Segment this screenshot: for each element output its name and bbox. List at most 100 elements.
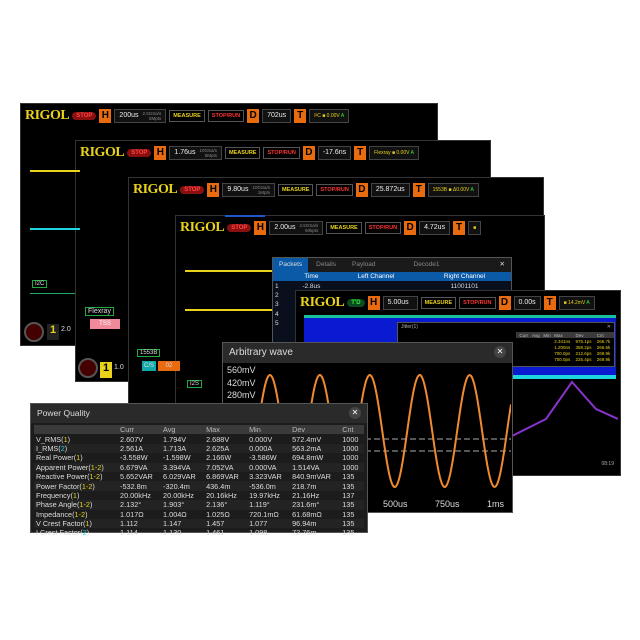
measurement-name: I Crest Factor(2) xyxy=(36,528,90,538)
table-cell xyxy=(530,344,543,350)
trigger-key[interactable]: T xyxy=(543,296,556,310)
trigger-key[interactable]: T xyxy=(294,109,307,123)
measure-button[interactable]: MEASURE xyxy=(224,147,261,159)
delay-value[interactable]: 4.72us xyxy=(419,221,451,235)
delay-value[interactable]: 0.00s xyxy=(513,296,541,310)
run-state-badge[interactable]: STOP xyxy=(127,149,152,157)
delay-value[interactable]: 702us xyxy=(262,109,292,123)
table-cell: 266.6k xyxy=(595,344,614,350)
horizontal-key[interactable]: H xyxy=(99,109,112,123)
measure-button[interactable]: MEASURE xyxy=(169,110,205,122)
tab-packets[interactable]: Packets xyxy=(273,258,309,272)
table-cell xyxy=(542,344,554,350)
trigger-info[interactable]: I²C ■ 0.00V A xyxy=(309,109,350,123)
timebase-text: 9.80us xyxy=(227,186,249,193)
timebase-value[interactable]: 5.00us xyxy=(382,296,418,310)
stop-run-button[interactable]: STOP/RUN xyxy=(207,110,245,122)
table-cell: 3.323VAR xyxy=(249,472,282,482)
horizontal-key[interactable]: H xyxy=(254,221,267,235)
trigger-key[interactable]: T xyxy=(453,221,466,235)
delay-key[interactable]: D xyxy=(498,296,511,310)
table-cell: 7.052VA xyxy=(204,462,248,472)
run-state-badge[interactable]: STOP xyxy=(72,112,97,120)
menu-button-2[interactable] xyxy=(78,358,98,378)
trace-blue xyxy=(225,215,265,217)
trigger-info[interactable]: ■ xyxy=(468,221,482,235)
trigger-key[interactable]: T xyxy=(412,183,425,197)
delay-key[interactable]: D xyxy=(247,109,260,123)
measure-button[interactable]: MEASURE xyxy=(420,297,457,309)
column-header: Min xyxy=(542,332,554,338)
measurement-name: V_RMS(1) xyxy=(36,434,71,444)
table-row[interactable]: 4 xyxy=(273,310,511,319)
column-header: Max xyxy=(204,425,248,435)
close-icon[interactable]: ✕ xyxy=(606,324,611,330)
trace-i2c xyxy=(30,293,75,294)
menu-button-1[interactable] xyxy=(24,322,44,342)
trigger-info[interactable]: Flexray ■ 0.00V A xyxy=(369,146,419,160)
stop-run-button[interactable]: STOP/RUN xyxy=(316,184,353,196)
table-cell: 1.713A xyxy=(161,443,205,454)
table-cell: 1000 xyxy=(342,453,359,463)
table-cell: 135 xyxy=(340,518,364,529)
run-state-badge[interactable]: STOP xyxy=(227,224,252,232)
trigger-key[interactable]: T xyxy=(354,146,367,160)
y-tick-label: 560mV xyxy=(227,365,256,375)
measure-button[interactable]: MEASURE xyxy=(326,222,362,234)
table-cell: 20.00kHz xyxy=(163,490,194,500)
close-icon[interactable]: ✕ xyxy=(499,261,505,268)
table-cell: 0.000VA xyxy=(247,462,291,472)
column-header xyxy=(516,332,519,338)
tab-details[interactable]: Details xyxy=(316,261,336,268)
tab-payload[interactable]: Payload xyxy=(352,261,376,268)
tss-field: TSS xyxy=(90,319,120,329)
run-state-badge[interactable]: STOP xyxy=(180,186,205,194)
stop-run-button[interactable]: STOP/RUN xyxy=(364,222,402,234)
table-cell: -536.0m xyxy=(247,481,291,491)
rigol-logo: RIGOL xyxy=(300,295,345,310)
timebase-text: 1.76us xyxy=(174,149,196,156)
table-row[interactable]: 5 xyxy=(273,319,511,328)
trace-ch2 xyxy=(30,228,80,230)
horizontal-key[interactable]: H xyxy=(207,183,220,197)
table-cell: 137 xyxy=(342,490,355,500)
delay-key[interactable]: D xyxy=(404,221,417,235)
y-tick-label: 280mV xyxy=(227,390,256,400)
delay-key[interactable]: D xyxy=(355,183,368,197)
table-row[interactable]: 2 xyxy=(273,291,511,300)
trigger-info[interactable]: ■ 14.2mV A xyxy=(558,296,595,310)
table-cell: 1.147 xyxy=(161,518,205,529)
ch1-badge-2[interactable]: 1 xyxy=(100,362,112,378)
table-cell: 135 xyxy=(342,509,355,519)
horizontal-key[interactable]: H xyxy=(154,146,167,160)
ch1-badge-1[interactable]: 1 xyxy=(47,324,59,340)
table-cell: 2.132° xyxy=(118,500,162,510)
close-icon[interactable]: ✕ xyxy=(494,346,506,358)
table-cell xyxy=(518,338,531,344)
run-state-badge[interactable]: T'D xyxy=(347,299,365,307)
table-cell: 20.16kHz xyxy=(206,490,237,500)
trigger-info[interactable]: 1553B ■ Δ0.00V A xyxy=(427,183,479,197)
close-icon[interactable]: ✕ xyxy=(349,407,361,419)
sample-rate: 10GSa/s xyxy=(199,148,217,153)
horizontal-key[interactable]: H xyxy=(367,296,380,310)
measure-button[interactable]: MEASURE xyxy=(277,184,314,196)
table-cell: 6.869VAR xyxy=(206,472,239,482)
delay-value[interactable]: 25.872us xyxy=(370,183,410,197)
stop-run-button[interactable]: STOP/RUN xyxy=(459,297,496,309)
delay-key[interactable]: D xyxy=(302,146,315,160)
stop-run-button[interactable]: STOP/RUN xyxy=(263,147,300,159)
delay-value[interactable]: -17.6ns xyxy=(317,146,352,160)
ch1-value-1: 2.0 xyxy=(61,326,71,333)
table-row[interactable]: 3 xyxy=(273,300,511,309)
